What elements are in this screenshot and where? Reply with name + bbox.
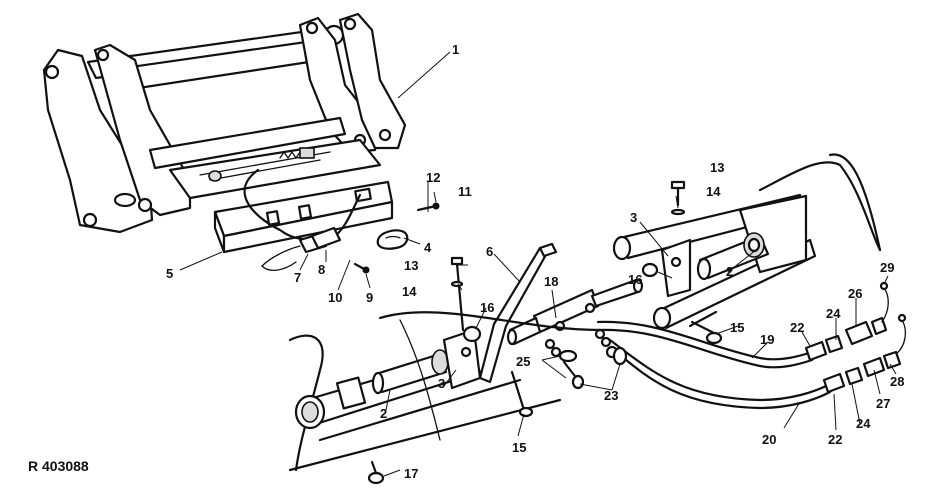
callout-24: 24 <box>856 416 871 431</box>
bolt-13-14-right <box>670 180 686 216</box>
callout-15: 15 <box>512 440 526 455</box>
callout-5: 5 <box>166 266 173 281</box>
callouts: 1 2 2 3 3 4 5 6 7 8 9 10 11 12 13 13 14 … <box>166 42 904 481</box>
callout-2: 2 <box>726 264 733 279</box>
callout-4: 4 <box>424 240 432 255</box>
callout-3: 3 <box>630 210 637 225</box>
callout-10: 10 <box>328 290 342 305</box>
coupler-frame <box>42 12 407 234</box>
callout-12: 12 <box>426 170 440 185</box>
callout-25: 25 <box>516 354 530 369</box>
callout-15: 15 <box>730 320 744 335</box>
control-lever <box>478 242 558 384</box>
callout-29: 29 <box>880 260 894 275</box>
callout-23: 23 <box>604 388 618 403</box>
bolt-15-right <box>688 310 723 345</box>
callout-14: 14 <box>402 284 417 299</box>
callout-13: 13 <box>404 258 418 273</box>
callout-19: 19 <box>760 332 774 347</box>
callout-28: 28 <box>890 374 904 389</box>
callout-16: 16 <box>628 272 642 287</box>
callout-8: 8 <box>318 262 325 277</box>
callout-16: 16 <box>480 300 494 315</box>
callout-7: 7 <box>294 270 301 285</box>
callout-9: 9 <box>366 290 373 305</box>
reference-code: R 403088 <box>28 458 89 474</box>
leader-lines <box>179 51 897 477</box>
callout-26: 26 <box>848 286 862 301</box>
callout-22: 22 <box>790 320 804 335</box>
callout-2: 2 <box>380 406 387 421</box>
callout-17: 17 <box>404 466 418 481</box>
boom-crossmember-right <box>612 153 882 330</box>
callout-3: 3 <box>438 376 445 391</box>
callout-13: 13 <box>710 160 724 175</box>
callout-1: 1 <box>452 42 459 57</box>
callout-27: 27 <box>876 396 890 411</box>
callout-14: 14 <box>706 184 721 199</box>
callout-20: 20 <box>762 432 776 447</box>
callout-6: 6 <box>486 244 493 259</box>
cover-plate-assembly <box>213 168 440 274</box>
hydraulic-cylinder <box>506 278 644 346</box>
callout-22: 22 <box>828 432 842 447</box>
hoses <box>544 320 832 410</box>
bolt-13-14-center <box>450 256 465 332</box>
callout-18: 18 <box>544 274 558 289</box>
callout-24: 24 <box>826 306 841 321</box>
callout-11: 11 <box>458 184 472 199</box>
bolt-15-center <box>510 370 534 418</box>
boom-crossmember-left <box>288 311 602 485</box>
